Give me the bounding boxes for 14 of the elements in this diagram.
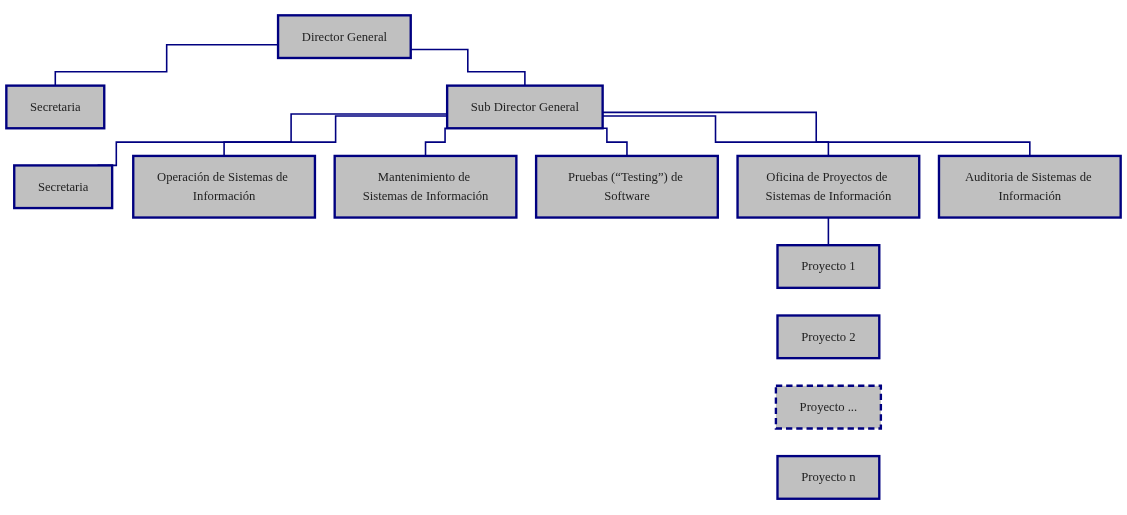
node-box: Proyecto ...: [774, 385, 883, 431]
node-box: Oficina de Proyectos de Sistemas de Información: [736, 155, 921, 220]
node-box: Auditoria de Sistemas de Información: [937, 155, 1122, 220]
node-box: Operación de Sistemas de Información: [132, 155, 317, 220]
node-box: Proyecto n: [776, 455, 881, 501]
node-box: Mantenimiento de Sistemas de Información: [333, 155, 518, 220]
connector: [54, 44, 279, 87]
node-box: Director General: [276, 14, 412, 60]
node-box: Secretaria: [5, 84, 106, 130]
node-box: Pruebas (“Testing”) de Software: [534, 155, 719, 220]
node-box: Sub Director General: [445, 84, 604, 130]
node-box: Proyecto 2: [776, 314, 881, 360]
node-box: Secretaria: [13, 164, 114, 210]
node-box: Proyecto 1: [776, 244, 881, 290]
